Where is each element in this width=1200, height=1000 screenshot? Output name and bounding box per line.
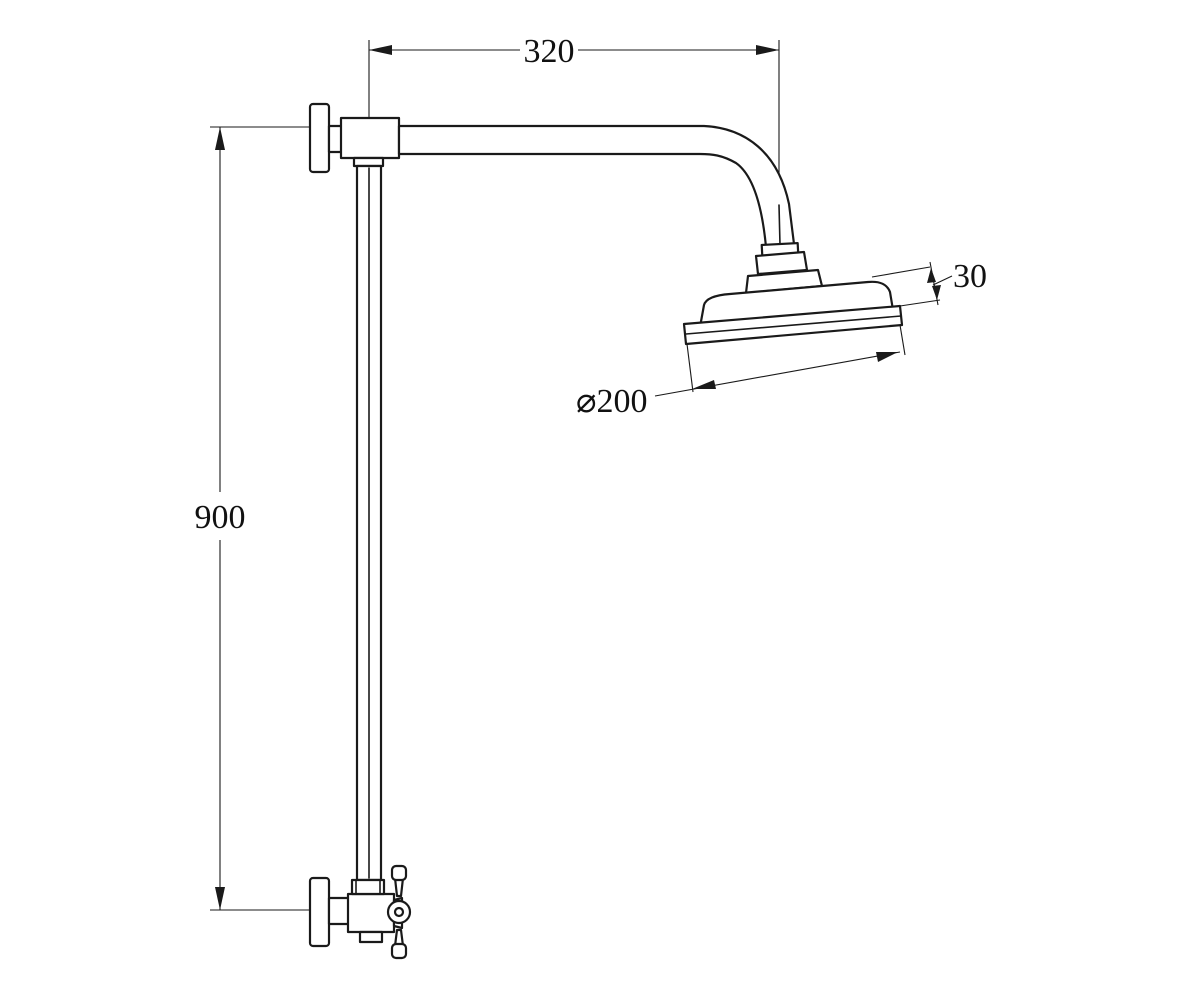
valve-handle-knob-bottom [390,942,408,960]
shower-head-dome [698,280,895,329]
dimension-line-head-diameter [654,351,901,397]
shower-head-face-line [685,315,902,335]
riser-pipe [355,164,383,882]
shower-head [682,241,904,346]
extension-line-diameter-left [686,343,694,393]
upper-wall-flange [308,102,331,174]
label-head-thickness: 30 [953,258,987,295]
valve-handle-knob-top [390,864,408,882]
shower-arm-highlight [778,204,781,246]
arrowhead-top [215,127,225,150]
upper-elbow-collar [352,156,385,168]
extension-line-diameter-right [899,324,906,356]
shower-arm [397,124,796,249]
lower-flange-neck [327,896,351,926]
arrowhead-left [369,45,392,55]
arrowhead-diameter-right [876,352,898,362]
label-head-diameter: ⌀200 [576,383,647,420]
extension-line-head-top [871,266,931,278]
shower-arm-tube [397,124,796,249]
valve-top-collar [350,878,386,896]
dimension-head-diameter: ⌀200 [576,324,906,420]
dimension-arm-reach: 320 [368,33,780,250]
valve-handle-hub-inner [393,906,405,918]
leader-head-thickness [932,275,953,286]
dimension-total-height: 900 [195,126,340,911]
extension-line-head-bottom [899,299,941,307]
dimension-head-thickness: 30 [871,258,987,307]
upper-wall-bracket [308,102,401,174]
lower-valve-assembly [308,864,412,960]
arrowhead-thickness-bottom [932,285,941,300]
valve-bottom-stub [358,930,384,944]
arrowhead-right [756,45,779,55]
arrowhead-diameter-left [692,380,716,389]
upper-elbow-block [339,116,401,160]
label-total-height: 900 [195,499,246,536]
arrowhead-thickness-top [927,268,936,283]
lower-wall-flange [308,876,331,948]
arrowhead-bottom [215,887,225,910]
label-arm-reach: 320 [524,33,575,70]
